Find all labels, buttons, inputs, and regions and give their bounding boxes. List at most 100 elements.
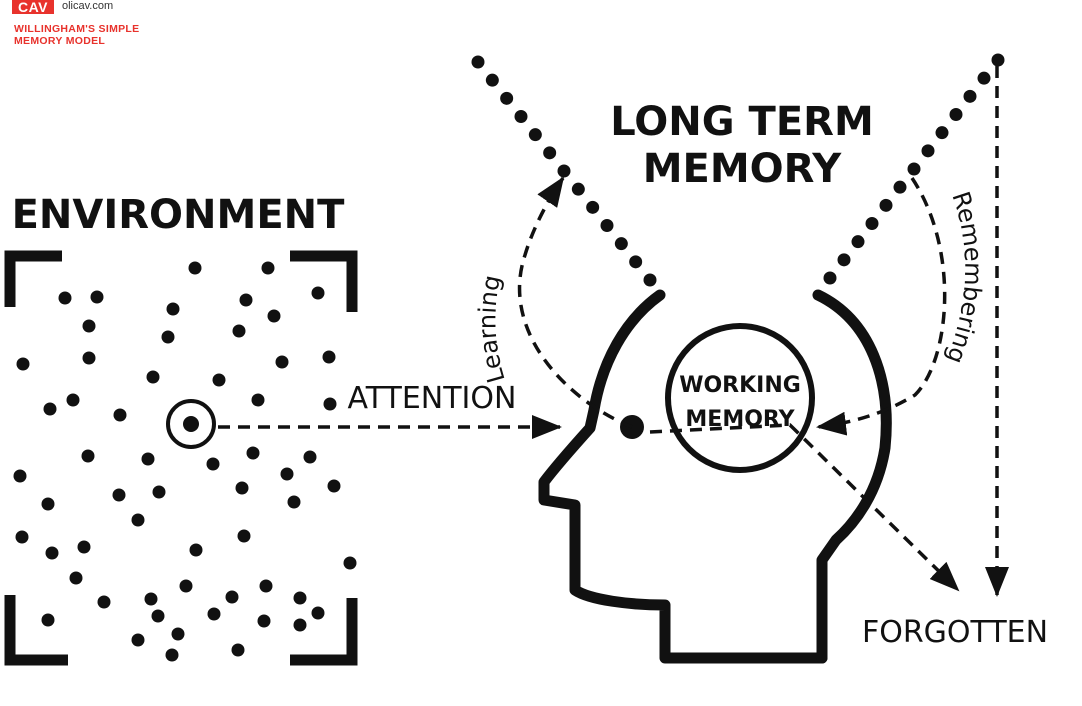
remembering-label: Remembering xyxy=(941,188,988,367)
stimulus-dot xyxy=(90,290,104,304)
working-memory-circle xyxy=(665,323,815,473)
stimulus-dot xyxy=(311,286,325,300)
stimulus-dot xyxy=(82,319,96,333)
stimulus-dot xyxy=(69,571,83,585)
stimulus-dot xyxy=(251,393,265,407)
stimulus-dot xyxy=(45,546,59,560)
stimulus-dot xyxy=(171,627,185,641)
stimulus-dot xyxy=(207,607,221,621)
attention-label: ATTENTION xyxy=(348,381,517,416)
ltm-boundary-dot xyxy=(643,273,657,287)
forgotten-from-working-memory-arrow xyxy=(649,423,960,592)
stimulus-dot xyxy=(311,606,325,620)
stimulus-dot xyxy=(188,261,202,275)
ltm-boundary-dot xyxy=(893,180,907,194)
stimulus-dot xyxy=(141,452,155,466)
stimulus-dot xyxy=(189,543,203,557)
stimulus-dot xyxy=(58,291,72,305)
ltm-boundary-dot xyxy=(557,164,571,178)
head-profile-left xyxy=(538,289,828,664)
frame-corner-bottom-right xyxy=(290,598,358,666)
stimulus-dot xyxy=(16,357,30,371)
ltm-boundary-dot xyxy=(837,253,851,267)
stimulus-dot xyxy=(231,643,245,657)
head-back-right xyxy=(812,289,892,664)
long-term-memory-boundary xyxy=(471,53,1005,287)
stimulus-dot xyxy=(287,495,301,509)
subtitle-line-2: MEMORY MODEL xyxy=(14,35,106,47)
stimulus-dot xyxy=(303,450,317,464)
stimulus-dot xyxy=(225,590,239,604)
stimulus-dot xyxy=(151,609,165,623)
stimulus-dot xyxy=(152,485,166,499)
attended-dot xyxy=(183,416,199,432)
stimulus-dot xyxy=(267,309,281,323)
stimulus-dot xyxy=(275,355,289,369)
site-url: olicav.com xyxy=(62,0,114,12)
stimulus-dot xyxy=(322,350,336,364)
diagram-subtitle: WILLINGHAM'S SIMPLE MEMORY MODEL xyxy=(14,23,194,47)
learning-label: Learning xyxy=(473,273,510,386)
stimulus-dot xyxy=(212,373,226,387)
environment-title: ENVIRONMENT xyxy=(12,192,346,238)
stimulus-dot xyxy=(293,591,307,605)
stimulus-dot xyxy=(81,449,95,463)
learning-arrow xyxy=(517,176,633,429)
stimulus-dot xyxy=(235,481,249,495)
stimulus-dot xyxy=(41,497,55,511)
stimulus-dot xyxy=(13,469,27,483)
forgotten-label: FORGOTTEN xyxy=(862,615,1048,650)
ltm-boundary-dot xyxy=(935,126,949,140)
stimulus-dot xyxy=(165,648,179,662)
ltm-boundary-dot xyxy=(543,146,557,160)
remembering-arrow xyxy=(816,177,947,436)
stimulus-dot xyxy=(113,408,127,422)
stimulus-dot xyxy=(66,393,80,407)
stimulus-dot xyxy=(179,579,193,593)
ltm-boundary-dot xyxy=(485,73,499,87)
ltm-boundary-dot xyxy=(514,110,528,123)
subtitle-line-1: WILLINGHAM'S SIMPLE xyxy=(14,23,140,35)
stimulus-dot xyxy=(77,540,91,554)
stimulus-dot xyxy=(41,613,55,627)
working-memory-label-line1: WORKING xyxy=(679,373,801,398)
long-term-memory-title-line1: LONG TERM xyxy=(610,99,874,145)
ltm-boundary-dot xyxy=(907,162,921,176)
long-term-memory-title-line2: MEMORY xyxy=(643,146,843,192)
ltm-boundary-dot xyxy=(528,128,542,142)
stimulus-dot xyxy=(293,618,307,632)
ltm-boundary-dot xyxy=(471,55,485,69)
ltm-boundary-dot xyxy=(865,217,879,230)
frame-corner-bottom-left xyxy=(4,595,68,666)
stimulus-dot xyxy=(166,302,180,316)
stimulus-dot xyxy=(327,479,341,493)
stimulus-dot xyxy=(232,324,246,338)
environment-frame xyxy=(4,250,358,666)
frame-corner-top-left xyxy=(4,250,62,307)
ltm-boundary-dot xyxy=(851,235,865,249)
stimulus-dot xyxy=(146,370,160,384)
ltm-boundary-dot xyxy=(823,271,837,285)
working-memory-label-line2: MEMORY xyxy=(685,407,795,432)
stimulus-dot xyxy=(323,397,337,411)
stimulus-dot xyxy=(239,293,253,307)
stimulus-dot xyxy=(112,488,126,502)
attended-stimulus xyxy=(166,399,216,449)
stimulus-dot xyxy=(257,614,271,628)
ltm-boundary-dot xyxy=(977,71,991,85)
stimulus-dot xyxy=(206,457,220,471)
frame-corner-top-right xyxy=(290,250,358,312)
stimulus-dot xyxy=(131,513,145,527)
ltm-boundary-dot xyxy=(586,200,600,214)
stimulus-dot xyxy=(237,529,251,543)
ltm-boundary-dot xyxy=(949,108,963,121)
cav-logo: CAV xyxy=(12,0,54,14)
stimulus-dot xyxy=(259,579,273,593)
stimulus-dot xyxy=(97,595,111,609)
ltm-boundary-dot xyxy=(921,144,935,158)
stimulus-dot xyxy=(161,330,175,344)
stimulus-dot xyxy=(343,556,357,570)
attended-ring xyxy=(166,399,216,449)
ltm-boundary-dot xyxy=(991,53,1005,67)
